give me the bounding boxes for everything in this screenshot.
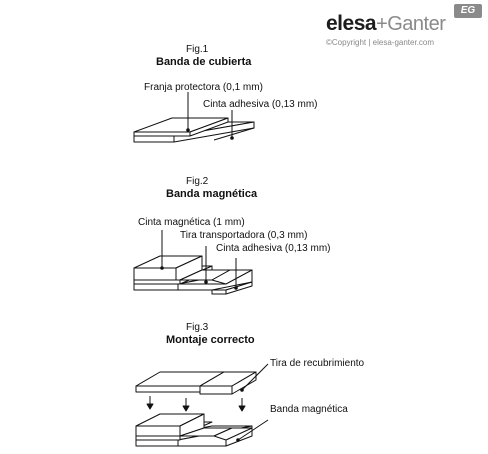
fig2-label-carrier: Tira transportadora (0,3 mm) [180, 230, 308, 241]
brand-badge: EG [454, 4, 482, 18]
fig2-title: Banda magnética [166, 188, 258, 200]
fig1-strip-front [133, 131, 191, 137]
fig3-magnetic-drawing [135, 413, 269, 447]
fig3-arrows [146, 396, 246, 412]
fig1-caption: Fig.1 [186, 44, 209, 55]
brand-name-part1: elesa [326, 12, 377, 35]
fig1-strip-side [189, 117, 229, 137]
fig3-label-magnetic: Banda magnética [270, 404, 348, 415]
fig2-label-adhesive: Cinta adhesiva (0,13 mm) [216, 243, 331, 254]
fig1-label-adhesive: Cinta adhesiva (0,13 mm) [203, 99, 318, 110]
fig1-drawing [133, 92, 255, 143]
fig3-label-cover: Tira de recubrimiento [270, 358, 365, 369]
fig1-adhesive-front [133, 135, 175, 143]
fig2-drawing [133, 230, 253, 295]
fig3-caption: Fig.3 [186, 322, 209, 333]
brand-logo: elesa+Ganter [326, 12, 446, 36]
fig1-title: Banda de cubierta [156, 56, 252, 68]
fig3-cover-drawing [135, 363, 269, 395]
fig3-title: Montaje correcto [166, 334, 255, 346]
brand-name-part2: +Ganter [376, 13, 446, 35]
copyright-text: ©Copyright | elesa-ganter.com [326, 38, 435, 47]
fig2-caption: Fig.2 [186, 176, 209, 187]
fig2-label-magnetic: Cinta magnética (1 mm) [138, 217, 245, 228]
fig1-label-strip: Franja protectora (0,1 mm) [144, 82, 263, 93]
